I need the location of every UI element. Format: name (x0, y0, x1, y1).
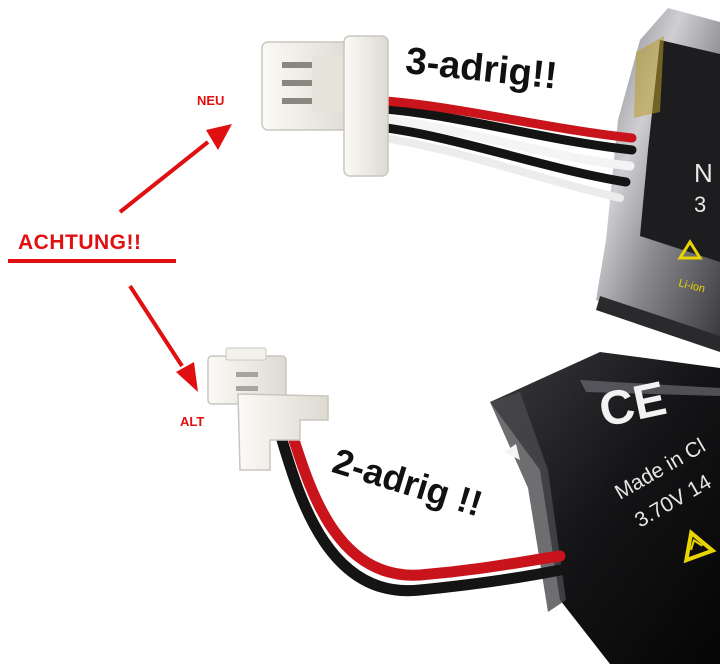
label-new: NEU (197, 93, 225, 108)
battery-new-print-2: 3 (694, 192, 706, 217)
warning-underline (8, 259, 176, 263)
arrow-to-old-icon (128, 284, 198, 392)
warning-text: ACHTUNG!! (18, 231, 142, 254)
recycle-icon-old (683, 529, 717, 564)
cable-two-wire (276, 434, 566, 597)
battery-old: CE Made in Cl 3.70V 14 (490, 352, 720, 664)
connector-three-pin (261, 35, 389, 177)
cable-three-wire (365, 95, 637, 202)
recycle-icon-new (677, 239, 703, 260)
label-old: ALT (180, 414, 205, 429)
battery-new-print-1: N (694, 158, 713, 188)
battery-new: N 3 Li-ion (596, 8, 720, 352)
connector-two-pin (207, 347, 329, 471)
arrow-to-new-icon (118, 124, 232, 214)
